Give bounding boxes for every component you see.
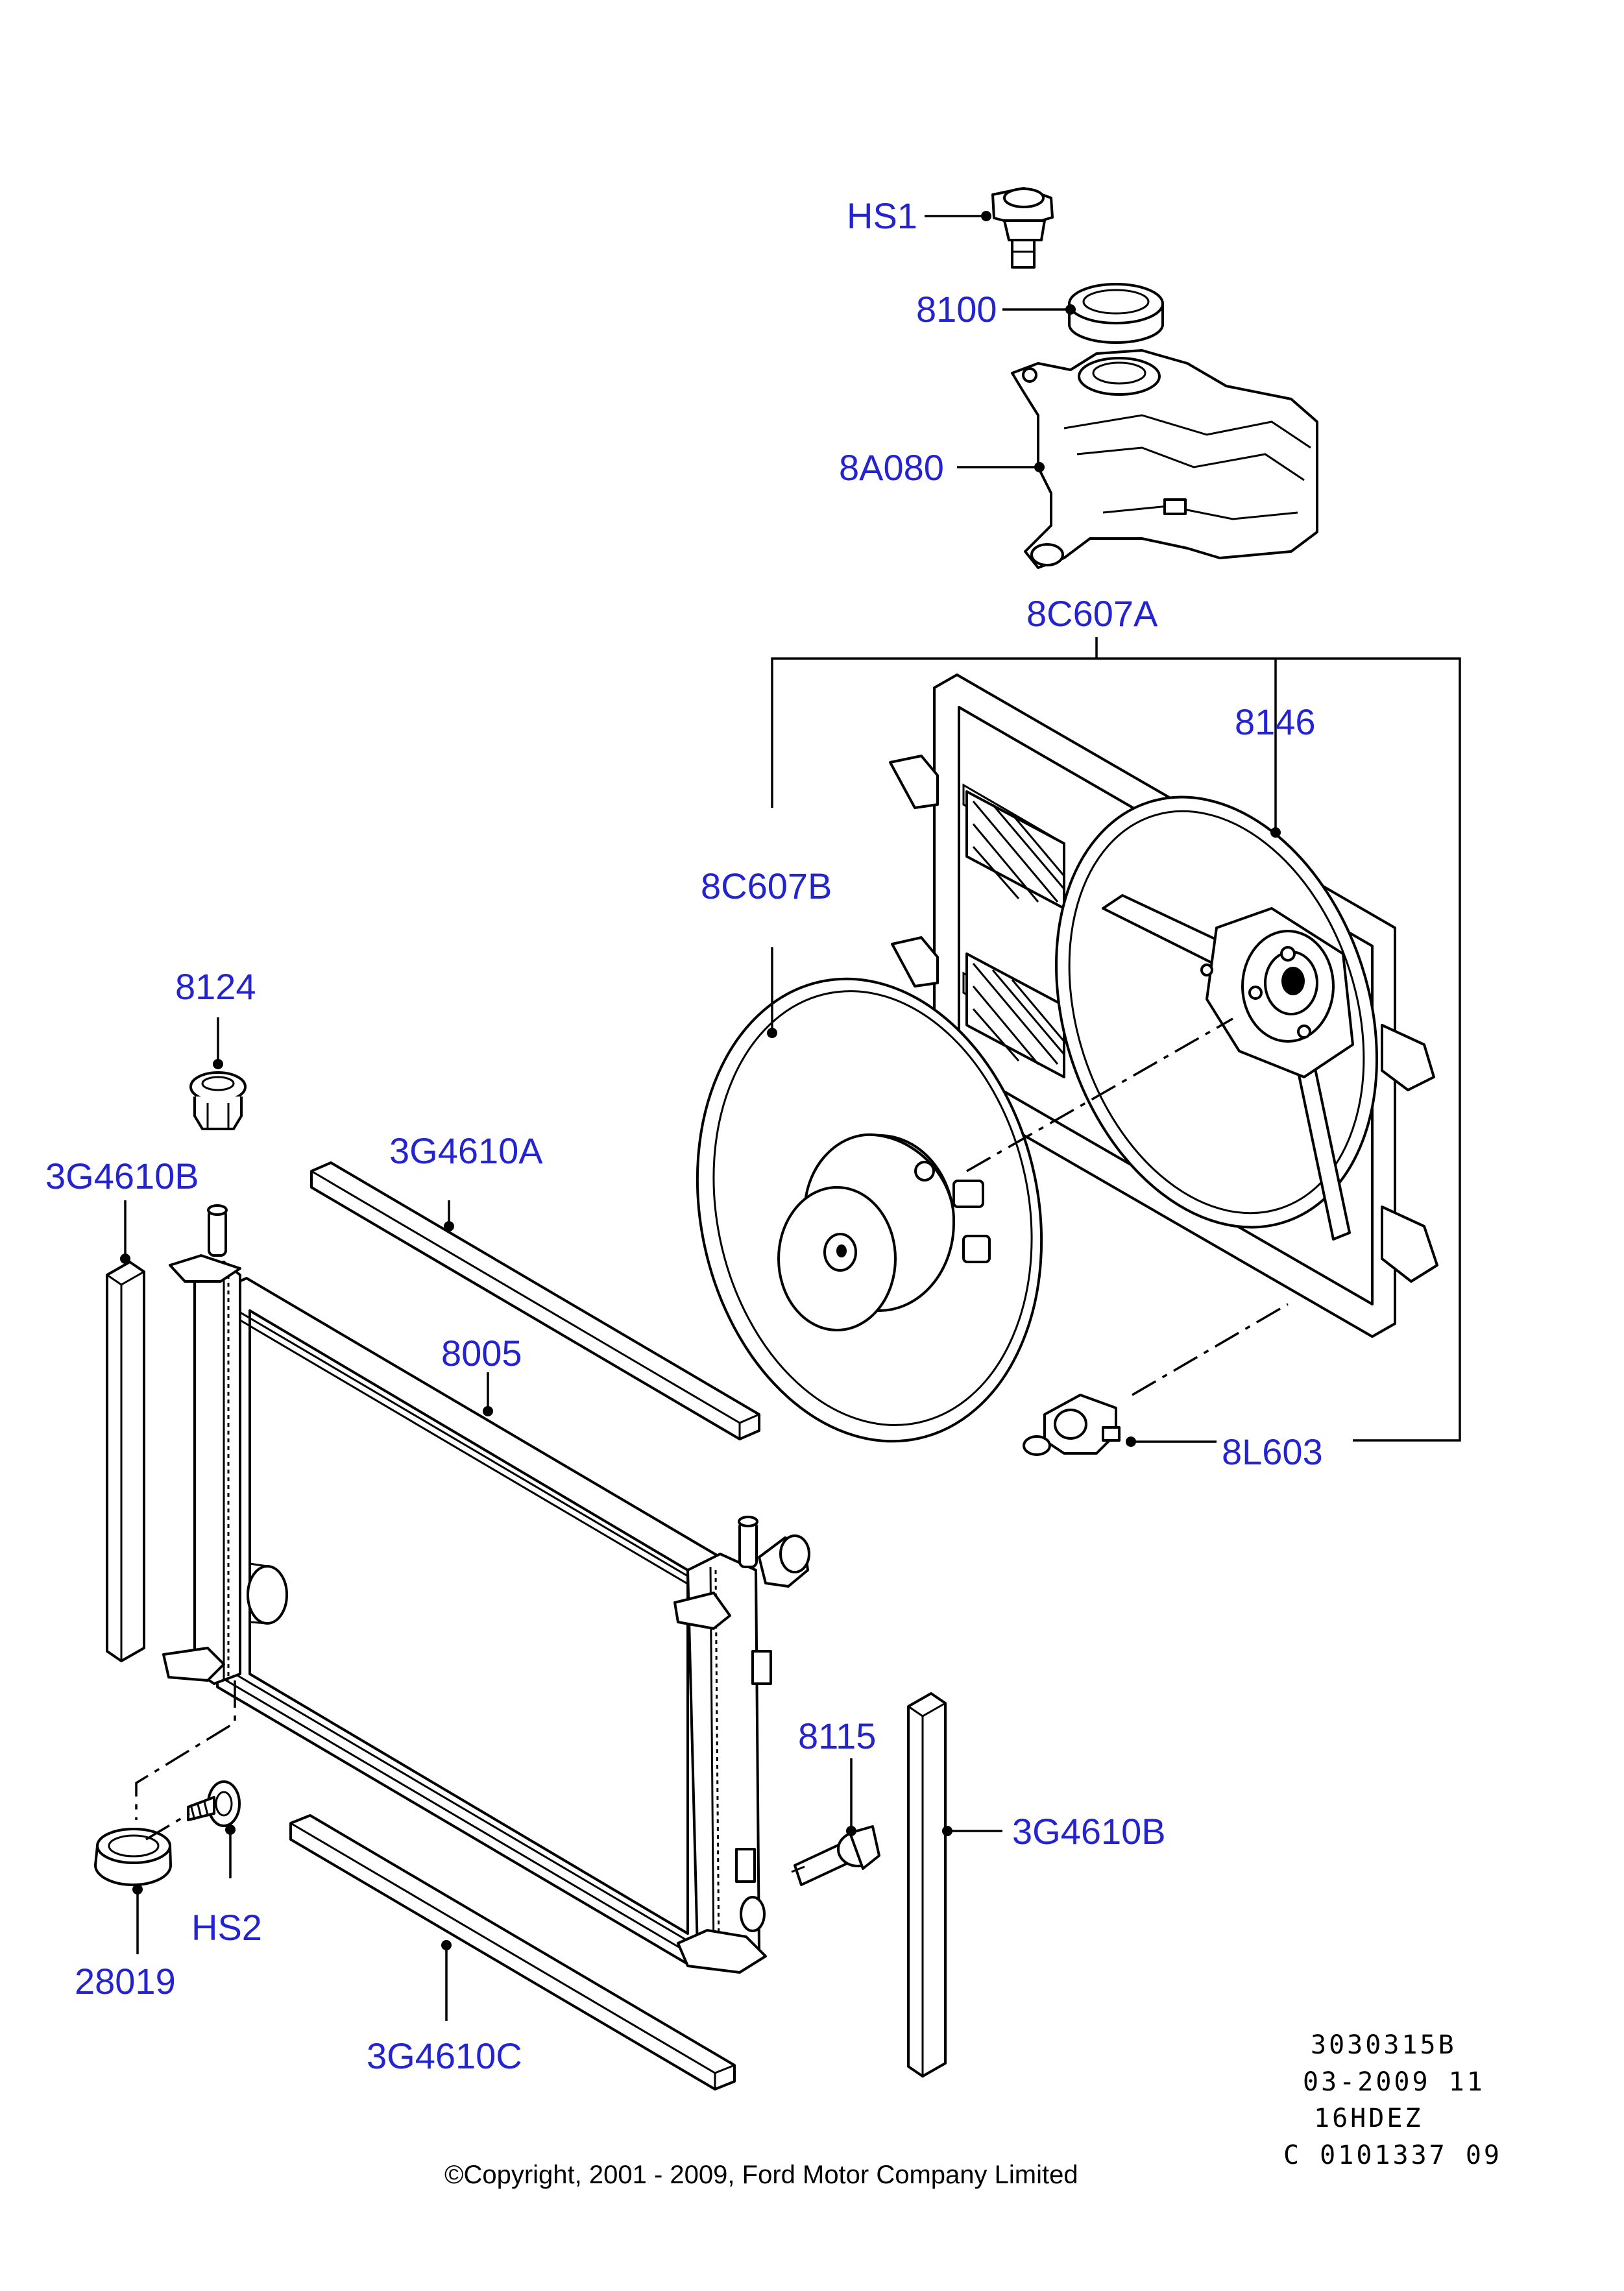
callout-8146: 8146 (1235, 701, 1316, 742)
callout-3g4610b-left: 3G4610B (45, 1156, 199, 1196)
leader-lines (120, 211, 1461, 2021)
callout-3g4610b-right: 3G4610B (1012, 1811, 1166, 1852)
screw-hs2-drawing (187, 1780, 241, 1827)
meta-line-1: 3030315B (1311, 2030, 1457, 2060)
callout-3g4610c: 3G4610C (367, 2035, 522, 2076)
callout-8005: 8005 (441, 1333, 522, 1374)
resistor-8l603-drawing (1023, 1394, 1121, 1456)
callout-8c607b: 8C607B (701, 866, 832, 906)
callout-8a080: 8A080 (839, 447, 944, 488)
seal-3g4610b-left-drawing (106, 1261, 145, 1662)
copyright-notice: ©Copyright, 2001 - 2009, Ford Motor Comp… (444, 2161, 1078, 2189)
callout-8c607a: 8C607A (1026, 593, 1158, 634)
callout-hs2: HS2 (191, 1907, 262, 1948)
callout-28019: 28019 (75, 1961, 176, 2002)
meta-line-3: 16HDEZ (1314, 2103, 1424, 2133)
cap-8100-drawing (1068, 283, 1164, 344)
fan-shroud-8c607a-drawing (889, 673, 1438, 1338)
expansion-tank-8a080-drawing (1011, 349, 1318, 569)
callout-8l603: 8L603 (1222, 1431, 1323, 1472)
meta-line-4: C 0101337 09 (1283, 2140, 1502, 2170)
seal-3g4610a-drawing (310, 1161, 760, 1440)
callout-8124: 8124 (175, 966, 256, 1007)
seal-3g4610b-right-drawing (907, 1692, 947, 2078)
meta-line-2: 03-2009 11 (1303, 2067, 1485, 2097)
callout-hs1: HS1 (847, 195, 917, 236)
seal-28019-drawing (94, 1828, 172, 1886)
grommet-8124-drawing (189, 1071, 247, 1130)
drain-plug-8115-drawing (791, 1825, 880, 1886)
seal-3g4610c-drawing (289, 1814, 736, 2091)
callout-8100: 8100 (916, 289, 997, 330)
fan-8c607b-drawing (696, 977, 1043, 1443)
callout-8115: 8115 (798, 1715, 876, 1756)
bolt-hs1-drawing (991, 187, 1054, 269)
assembly-lines (135, 1017, 1289, 1841)
callout-3g4610a: 3G4610A (389, 1130, 543, 1171)
radiator-8005-drawing (162, 1204, 810, 1974)
